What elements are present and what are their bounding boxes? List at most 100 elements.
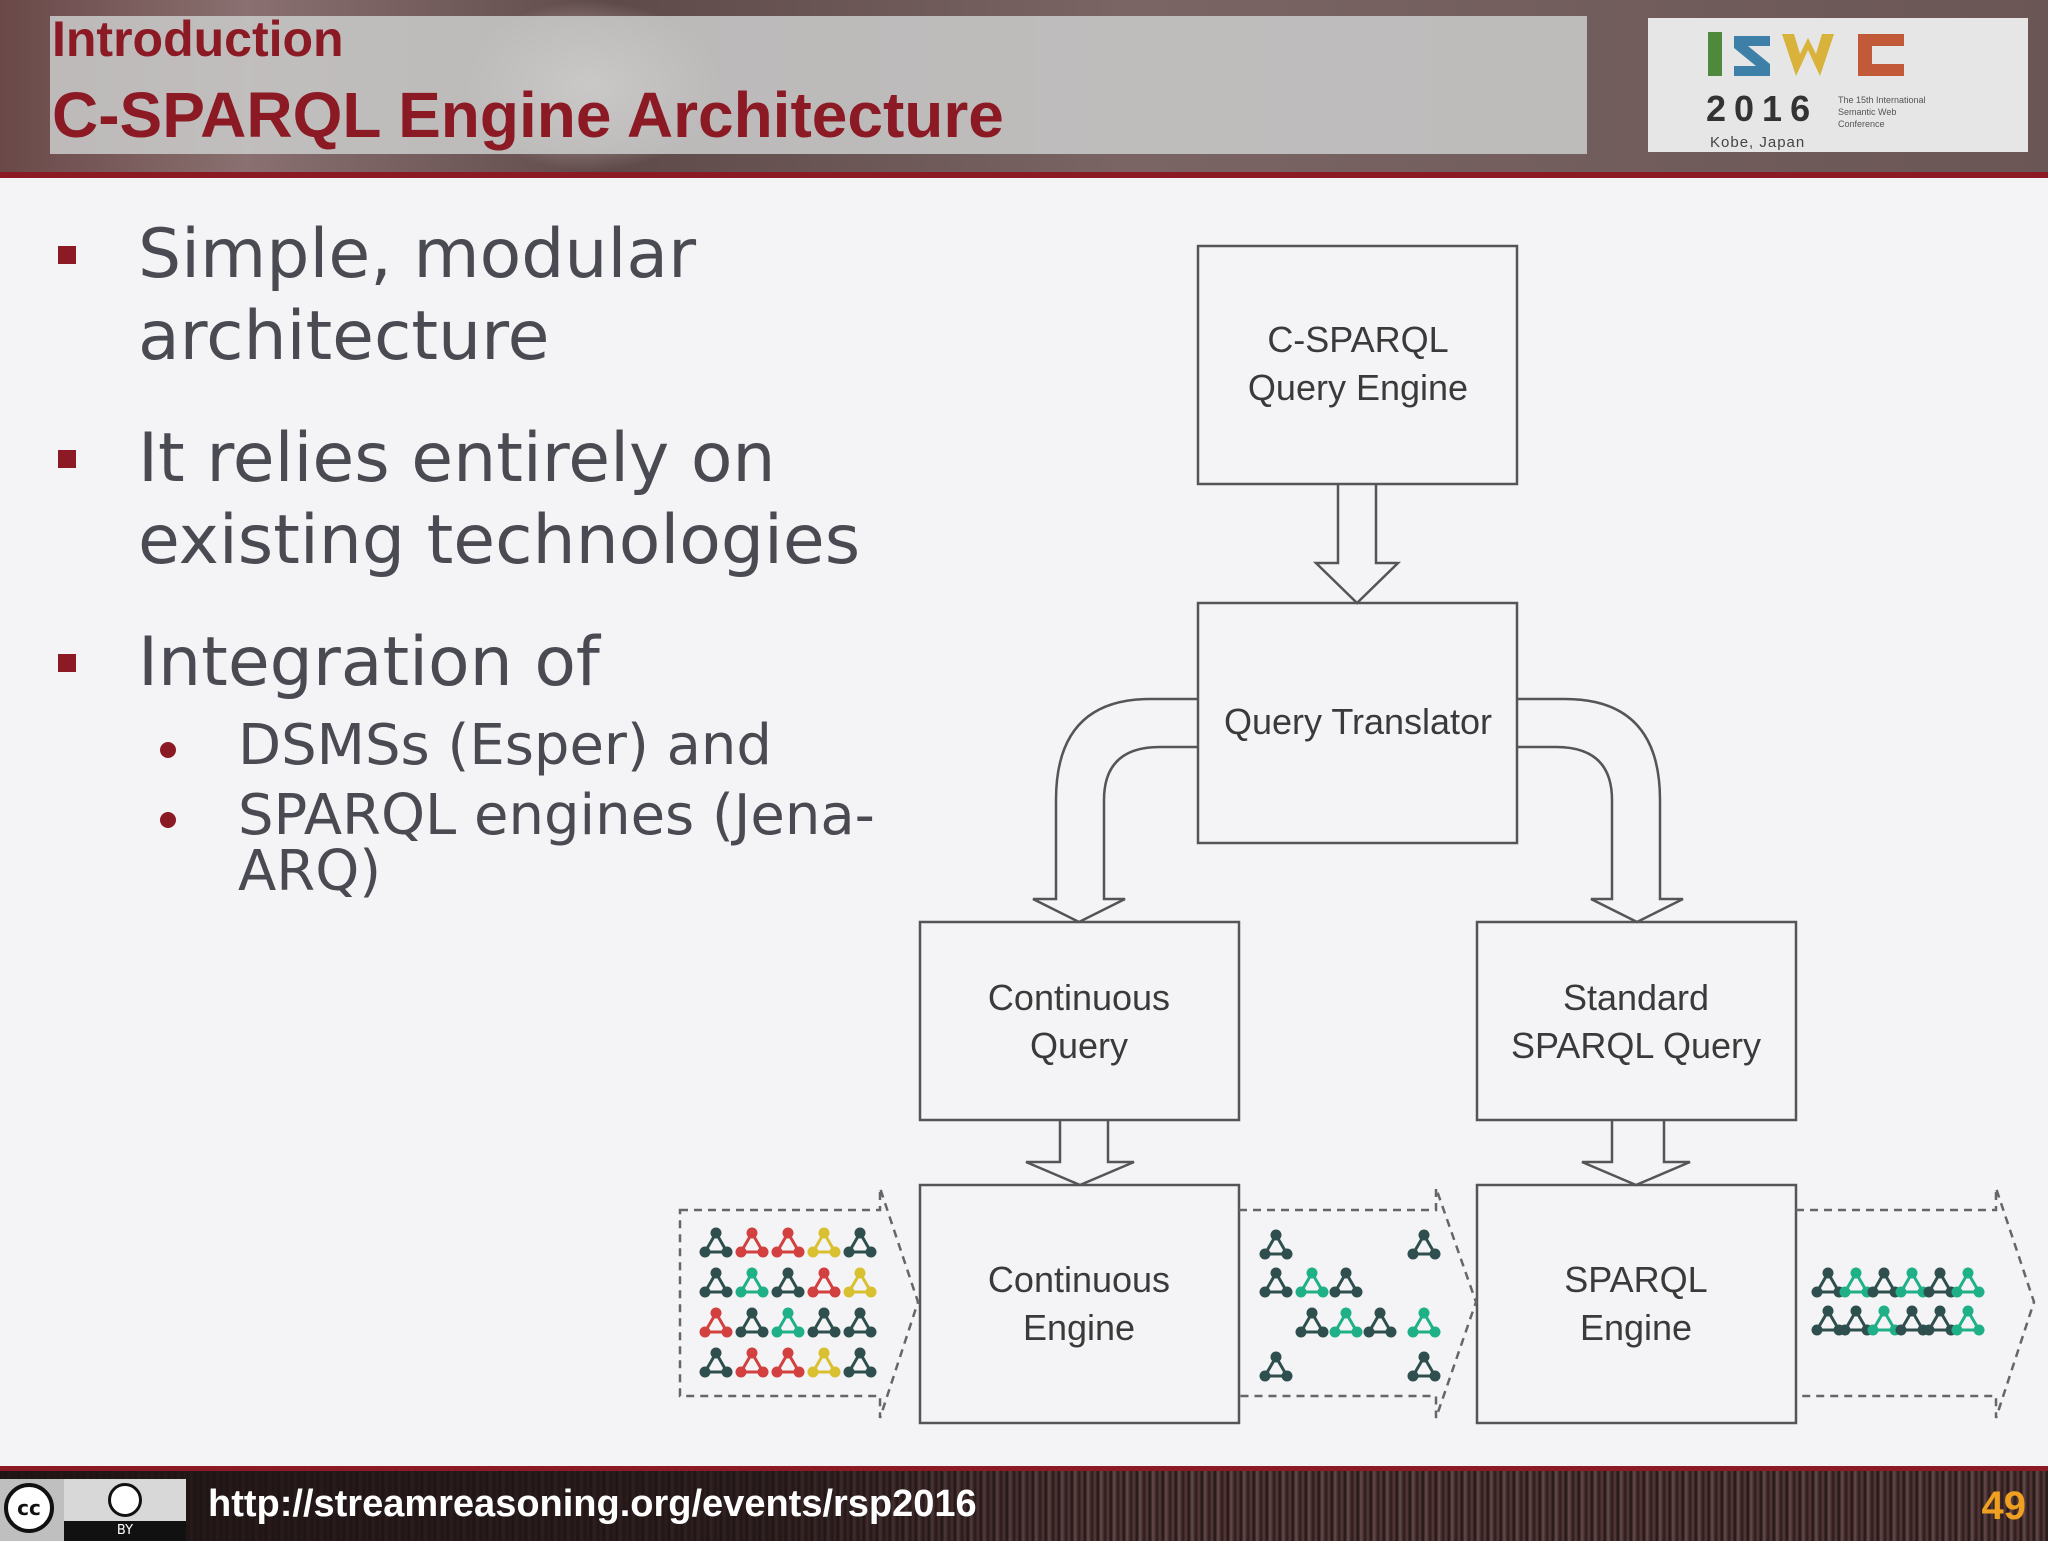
section-title: Introduction <box>52 11 344 67</box>
triple-icon <box>1951 1305 1985 1336</box>
sub-bullet-list: DSMSs (Esper) and SPARQL engines (Jena-A… <box>138 718 934 900</box>
triple-icon <box>807 1267 841 1298</box>
triple-icon <box>1407 1229 1441 1260</box>
arrow-down <box>1312 484 1402 605</box>
triple-icon <box>1895 1267 1929 1298</box>
output-stream-arrow <box>1796 1187 2036 1419</box>
square-bullet-icon <box>58 450 76 468</box>
page-number: 49 <box>1981 1484 2027 1528</box>
triple-icon <box>1329 1267 1363 1298</box>
sparql-engine-box <box>1475 1183 1798 1425</box>
slide-header: Introduction C-SPARQL Engine Architectur… <box>0 0 2048 178</box>
triple-icon <box>843 1347 877 1378</box>
bullet-item: Integration of DSMSs (Esper) and SPARQL … <box>54 622 934 900</box>
triple-icon <box>1259 1351 1293 1382</box>
input-stream-arrow <box>678 1187 920 1419</box>
triple-icon <box>1923 1305 1957 1336</box>
output-triples-icon <box>1811 1267 1985 1336</box>
triple-icon <box>807 1307 841 1338</box>
triple-icon <box>735 1307 769 1338</box>
query-translator-box <box>1196 601 1519 845</box>
triple-icon <box>807 1227 841 1258</box>
cc-license-badge: cc BY <box>0 1479 186 1541</box>
round-bullet-icon <box>160 742 176 758</box>
footer-url: http://streamreasoning.org/events/rsp201… <box>208 1483 977 1525</box>
iswc-logo-letters <box>1708 32 1904 76</box>
triple-icon <box>699 1267 733 1298</box>
triple-icon <box>771 1227 805 1258</box>
triple-icon <box>699 1347 733 1378</box>
sub-bullet-item: SPARQL engines (Jena-ARQ) <box>138 788 934 900</box>
arrow-down <box>1025 1120 1135 1187</box>
triple-icon <box>843 1267 877 1298</box>
triple-icon <box>843 1307 877 1338</box>
triple-icon <box>843 1227 877 1258</box>
triple-icon <box>1295 1307 1329 1338</box>
triple-icon <box>1259 1229 1293 1260</box>
intermediate-triples-icon <box>1259 1229 1441 1382</box>
query-engine-box <box>1196 244 1519 486</box>
license-by-label: BY <box>64 1521 186 1541</box>
triple-icon <box>699 1227 733 1258</box>
triple-icon <box>1407 1351 1441 1382</box>
triple-icon <box>1867 1267 1901 1298</box>
sub-bullet-item: DSMSs (Esper) and <box>138 718 934 774</box>
triple-icon <box>1867 1305 1901 1336</box>
triple-icon <box>1295 1267 1329 1298</box>
query-translator-label: Query Translator <box>1224 701 1492 742</box>
triple-icon <box>735 1227 769 1258</box>
sub-bullet-text: DSMSs (Esper) and <box>238 713 772 778</box>
triple-icon <box>1895 1305 1929 1336</box>
triple-icon <box>807 1347 841 1378</box>
attribution-icon <box>108 1483 142 1517</box>
iswc-logo-tagline: The 15th International Semantic Web Conf… <box>1838 95 1926 129</box>
triple-icon <box>699 1307 733 1338</box>
triple-icon <box>735 1347 769 1378</box>
triple-icon <box>1329 1307 1363 1338</box>
continuous-engine-box <box>918 1183 1241 1425</box>
triple-icon <box>1407 1307 1441 1338</box>
triple-icon <box>771 1307 805 1338</box>
curved-arrow-right <box>1517 697 1684 924</box>
triple-icon <box>1811 1267 1845 1298</box>
round-bullet-icon <box>160 812 176 828</box>
arrow-down <box>1581 1120 1691 1187</box>
triple-icon <box>771 1347 805 1378</box>
triple-icon <box>1363 1307 1397 1338</box>
iswc-logo: 2016 Kobe, Japan The 15th International … <box>1648 18 2028 152</box>
triple-icon <box>1839 1267 1873 1298</box>
curved-arrow-left <box>1032 697 1198 924</box>
triple-icon <box>1923 1267 1957 1298</box>
title-panel <box>50 16 1587 154</box>
bullet-text: Integration of <box>138 623 600 702</box>
intermediate-stream-arrow <box>1239 1187 1478 1419</box>
triple-icon <box>1811 1305 1845 1336</box>
triple-icon <box>1951 1267 1985 1298</box>
iswc-logo-year: 2016 <box>1706 88 1819 129</box>
input-triples-icon <box>699 1227 877 1378</box>
square-bullet-icon <box>58 654 76 672</box>
sub-bullet-text: SPARQL engines (Jena-ARQ) <box>238 783 875 904</box>
slide-footer: cc BY http://streamreasoning.org/events/… <box>0 1466 2048 1541</box>
triple-icon <box>735 1267 769 1298</box>
slide-title: C-SPARQL Engine Architecture <box>52 79 1004 151</box>
continuous-query-box <box>918 920 1241 1122</box>
standard-query-box <box>1475 920 1798 1122</box>
square-bullet-icon <box>58 246 76 264</box>
triple-icon <box>1839 1305 1873 1336</box>
cc-icon: cc <box>4 1483 54 1533</box>
iswc-logo-place: Kobe, Japan <box>1710 134 1806 151</box>
triple-icon <box>771 1267 805 1298</box>
triple-icon <box>1259 1267 1293 1298</box>
